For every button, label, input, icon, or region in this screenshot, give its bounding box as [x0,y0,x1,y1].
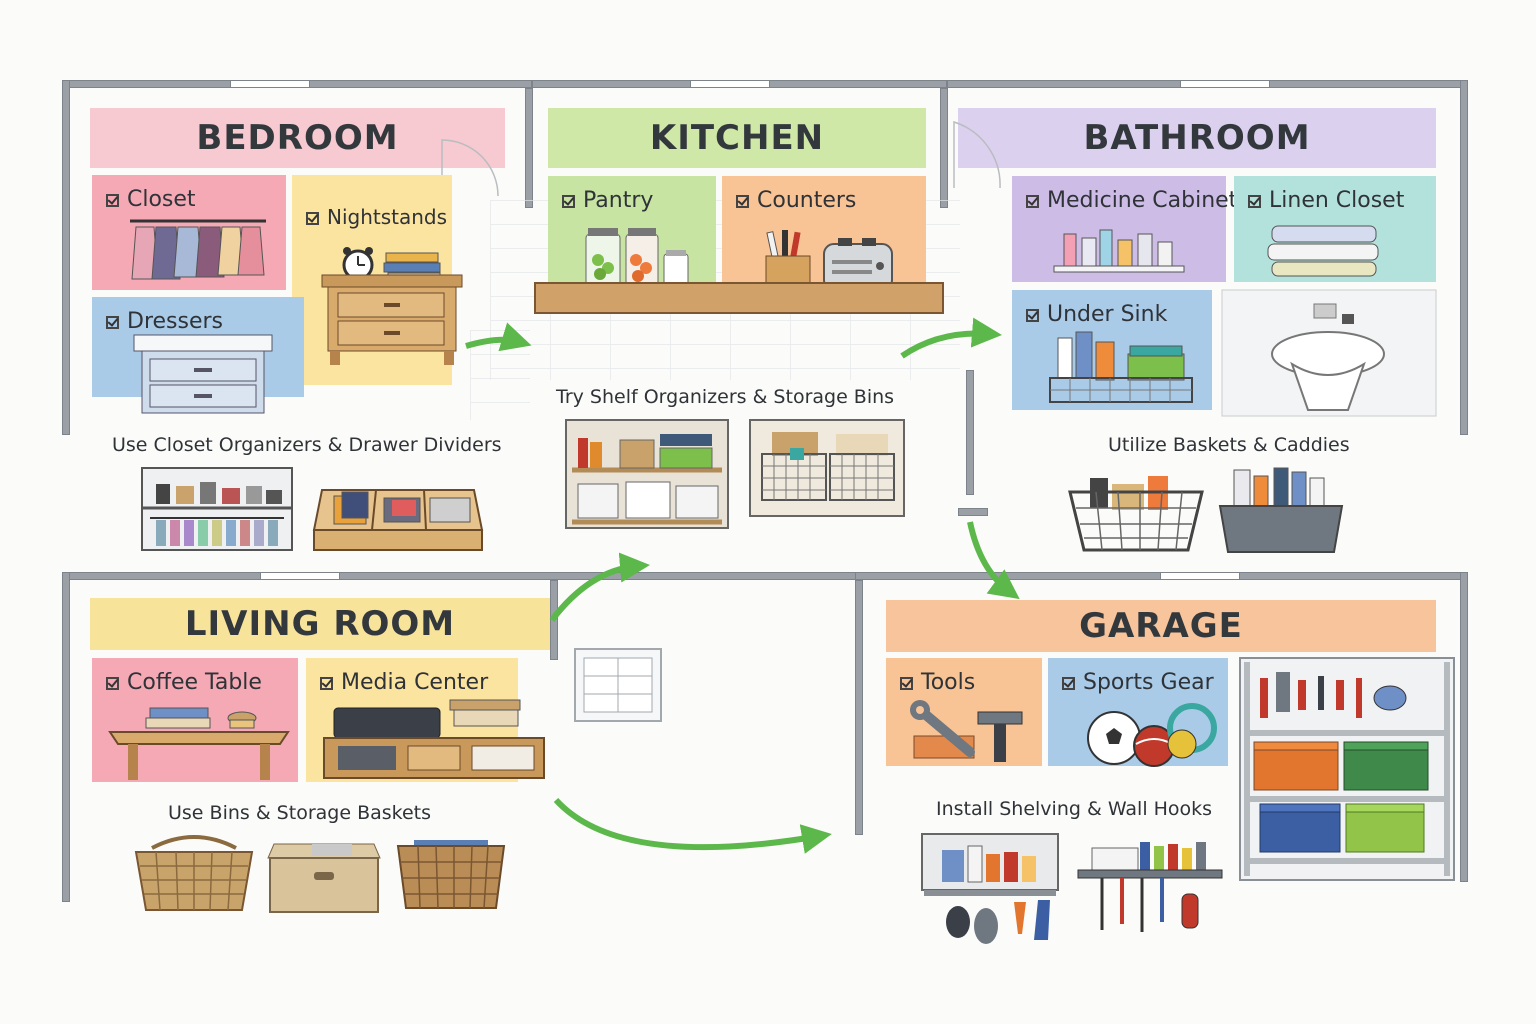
wall-center-post [966,370,974,495]
zone-closet: Closet [92,175,286,290]
living-room-tip: Use Bins & Storage Baskets [168,802,432,824]
caddy-icon [1218,467,1344,553]
balls-icon [1087,703,1217,767]
zone-coffee-label: Coffee Table [127,670,262,695]
wall-left-top [62,80,70,435]
check-icon [320,677,333,690]
wall-right-top [1460,80,1468,435]
check-icon [900,677,913,690]
caddy-icon [1049,331,1193,403]
basket-icon [134,835,254,911]
living-room-title: LIVING ROOM [90,598,550,650]
drawer-divider-icon [312,489,484,551]
basket-icon [396,840,506,909]
zone-closet-label: Closet [127,187,196,212]
door-swing-icon [953,120,1001,189]
arrow-icon [549,552,650,622]
jar-icon [585,228,689,287]
check-icon [1248,195,1261,208]
check-icon [1062,677,1075,690]
toaster-icon [823,238,893,291]
wall-hooks-icon [1077,842,1223,932]
zone-pantry-label: Pantry [583,188,654,213]
kitchen-title: KITCHEN [548,108,926,168]
check-icon [1026,309,1039,322]
window-top-2 [690,80,770,88]
zone-sink-label: Under Sink [1047,302,1168,327]
tv-console-icon [323,699,545,779]
door-swing-icon [441,139,499,197]
check-icon [106,316,119,329]
arrow-icon [553,797,832,854]
zone-counters: Counters [722,176,926,293]
check-icon [306,212,319,225]
zone-media-label: Media Center [341,670,489,695]
shelf-icon [921,833,1059,944]
check-icon [106,677,119,690]
zone-pantry: Pantry [548,176,716,292]
check-icon [736,195,749,208]
zone-nightstands-label: Nightstands [327,205,448,229]
zone-sports-label: Sports Gear [1083,670,1214,695]
zone-dressers-label: Dressers [127,309,224,334]
zone-medicine: Medicine Cabinet [1012,176,1237,282]
zone-nightstands: Nightstands [292,175,463,385]
bathroom-title: BATHROOM [958,108,1436,168]
window-mid-2 [1160,572,1240,580]
zone-sports-gear: Sports Gear [1048,658,1228,767]
toilet-icon [1221,289,1437,417]
closet-organizer-icon [141,467,293,551]
arrow-icon [465,322,532,352]
zone-tools: Tools [886,658,1042,766]
hammer-icon [977,711,1023,762]
wall-left-bottom [62,572,70,902]
zone-coffee-table: Coffee Table [92,658,298,782]
zone-linen: Linen Closet [1234,176,1436,282]
zone-dressers: Dressers [92,297,304,414]
bathroom-tip: Utilize Baskets & Caddies [1108,434,1350,456]
bedroom-title: BEDROOM [90,108,505,168]
coffee-table-icon [108,707,290,780]
zone-sink: Under Sink [1012,290,1212,410]
garage-tip: Install Shelving & Wall Hooks [936,798,1213,820]
arrow-icon [900,317,1002,359]
pegboard-shelf-icon [1239,657,1455,881]
zone-linen-label: Linen Closet [1269,188,1405,213]
wall-garage-left [855,580,863,835]
zone-tools-label: Tools [921,670,976,695]
wall-post-cap [958,508,988,516]
bottles-icon [1053,229,1185,273]
clothes-hanger-icon [130,219,266,280]
shelf-organizer-icon [565,419,729,529]
arrow-icon [967,521,1020,600]
nightstand-icon [321,274,463,365]
check-icon [1026,195,1039,208]
wall-right-bottom [1460,572,1468,882]
window-top-1 [230,80,310,88]
kitchen-counter [534,282,944,314]
dresser-icon [133,334,273,414]
storage-bin-icon [749,419,905,517]
kitchen-tip: Try Shelf Organizers & Storage Bins [556,386,895,408]
window-mid-1 [260,572,340,580]
storage-bin-icon [267,843,381,913]
garage-title: GARAGE [886,600,1436,652]
check-icon [106,194,119,207]
zone-counters-label: Counters [757,188,857,213]
basket-icon [1068,476,1204,552]
towels-icon [1267,225,1379,277]
window-top-3 [1180,80,1270,88]
window-icon [574,648,662,722]
zone-medicine-label: Medicine Cabinet [1047,188,1238,213]
bedroom-tip: Use Closet Organizers & Drawer Dividers [112,434,502,456]
check-icon [562,195,575,208]
wrench-icon [910,700,975,759]
